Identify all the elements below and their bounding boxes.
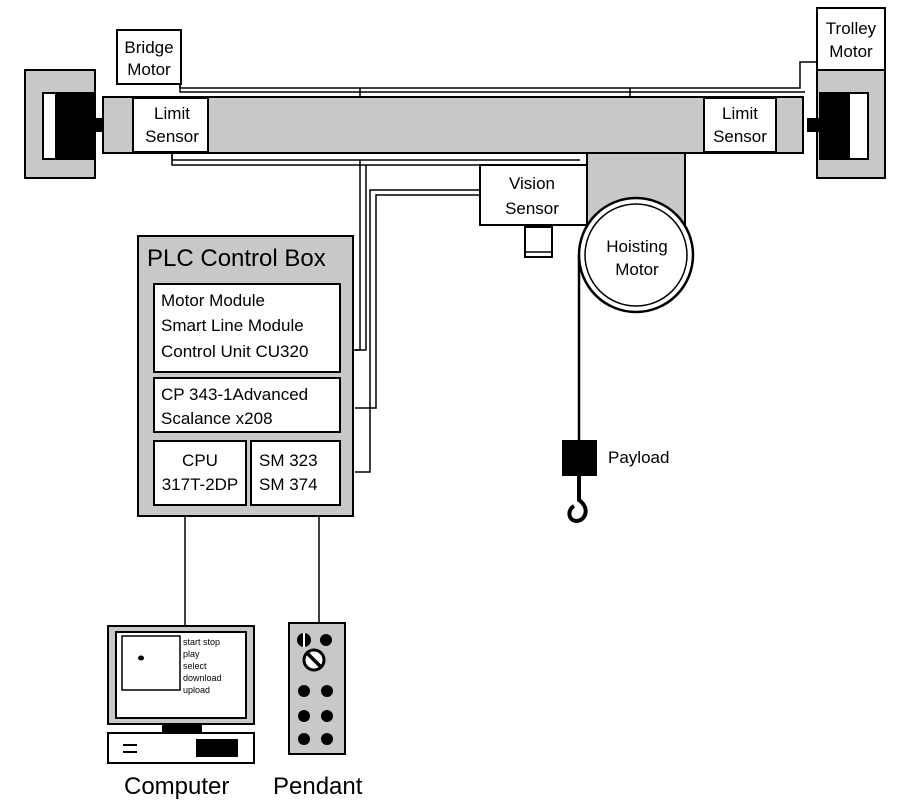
hook-icon — [567, 476, 588, 524]
payload-block — [562, 440, 597, 476]
bridge-motor: Bridge Motor — [116, 29, 182, 85]
trolley-motor-line1: Trolley — [826, 19, 877, 38]
pendant: Pendant — [273, 622, 363, 800]
plc-module-drive — [153, 283, 341, 373]
right-end-truck — [807, 69, 886, 179]
cpu-line1: CPU — [182, 451, 218, 470]
module-comm-line1: CP 343-1Advanced — [161, 385, 308, 404]
limit-sensor-left-line1: Limit — [154, 104, 190, 123]
plc-control-box: PLC Control Box Motor Module Smart Line … — [137, 235, 354, 517]
screen-window — [121, 635, 181, 691]
payload-assembly: Payload — [562, 255, 669, 524]
module-drive-line1: Motor Module — [161, 291, 265, 310]
plc-module-comm — [153, 377, 341, 433]
plc-downlinks — [184, 516, 320, 626]
plc-sm — [250, 440, 341, 506]
vision-sensor-line1: Vision — [509, 174, 555, 193]
computer-label: Computer — [124, 773, 229, 800]
module-drive-line2: Smart Line Module — [161, 316, 304, 335]
vision-sensor: Vision Sensor — [479, 164, 588, 258]
monitor-stand — [162, 724, 202, 732]
screen-menu-upload: upload — [183, 685, 210, 695]
bridge-beam — [102, 96, 804, 154]
sm-line2: SM 374 — [259, 475, 318, 494]
cpu-line2: 317T-2DP — [162, 475, 239, 494]
hoisting-motor: Hoisting Motor — [577, 196, 695, 314]
module-comm-line2: Scalance x208 — [161, 409, 273, 428]
limit-sensor-right: Limit Sensor — [703, 97, 777, 153]
hoisting-motor-line1: Hoisting — [606, 237, 667, 256]
limit-sensor-left: Limit Sensor — [132, 97, 209, 153]
bridge-motor-line2: Motor — [127, 60, 171, 79]
plc-cpu — [153, 440, 247, 506]
screen-menu-start-stop: start stop — [183, 637, 220, 647]
computer: start stop play select download upload C… — [107, 625, 255, 800]
pendant-label: Pendant — [273, 773, 363, 800]
drive-slot — [196, 739, 238, 757]
beam-cables — [171, 61, 817, 166]
hoisting-motor-line2: Motor — [615, 260, 659, 279]
limit-sensor-left-line2: Sensor — [145, 127, 199, 146]
sm-line1: SM 323 — [259, 451, 318, 470]
trolley-motor: Trolley Motor — [816, 7, 886, 71]
left-end-truck — [24, 69, 105, 179]
screen-menu-download: download — [183, 673, 222, 683]
limit-sensor-right-line2: Sensor — [713, 127, 767, 146]
limit-sensor-right-line1: Limit — [722, 104, 758, 123]
trolley-motor-line2: Motor — [829, 42, 873, 61]
screen-menu-play: play — [183, 649, 200, 659]
plc-cables — [350, 160, 480, 473]
plc-title: PLC Control Box — [147, 245, 326, 272]
payload-label: Payload — [608, 448, 669, 467]
module-drive-line3: Control Unit CU320 — [161, 342, 308, 361]
screen-menu-select: select — [183, 661, 207, 671]
bridge-motor-line1: Bridge — [124, 38, 173, 57]
vision-sensor-line2: Sensor — [505, 199, 559, 218]
